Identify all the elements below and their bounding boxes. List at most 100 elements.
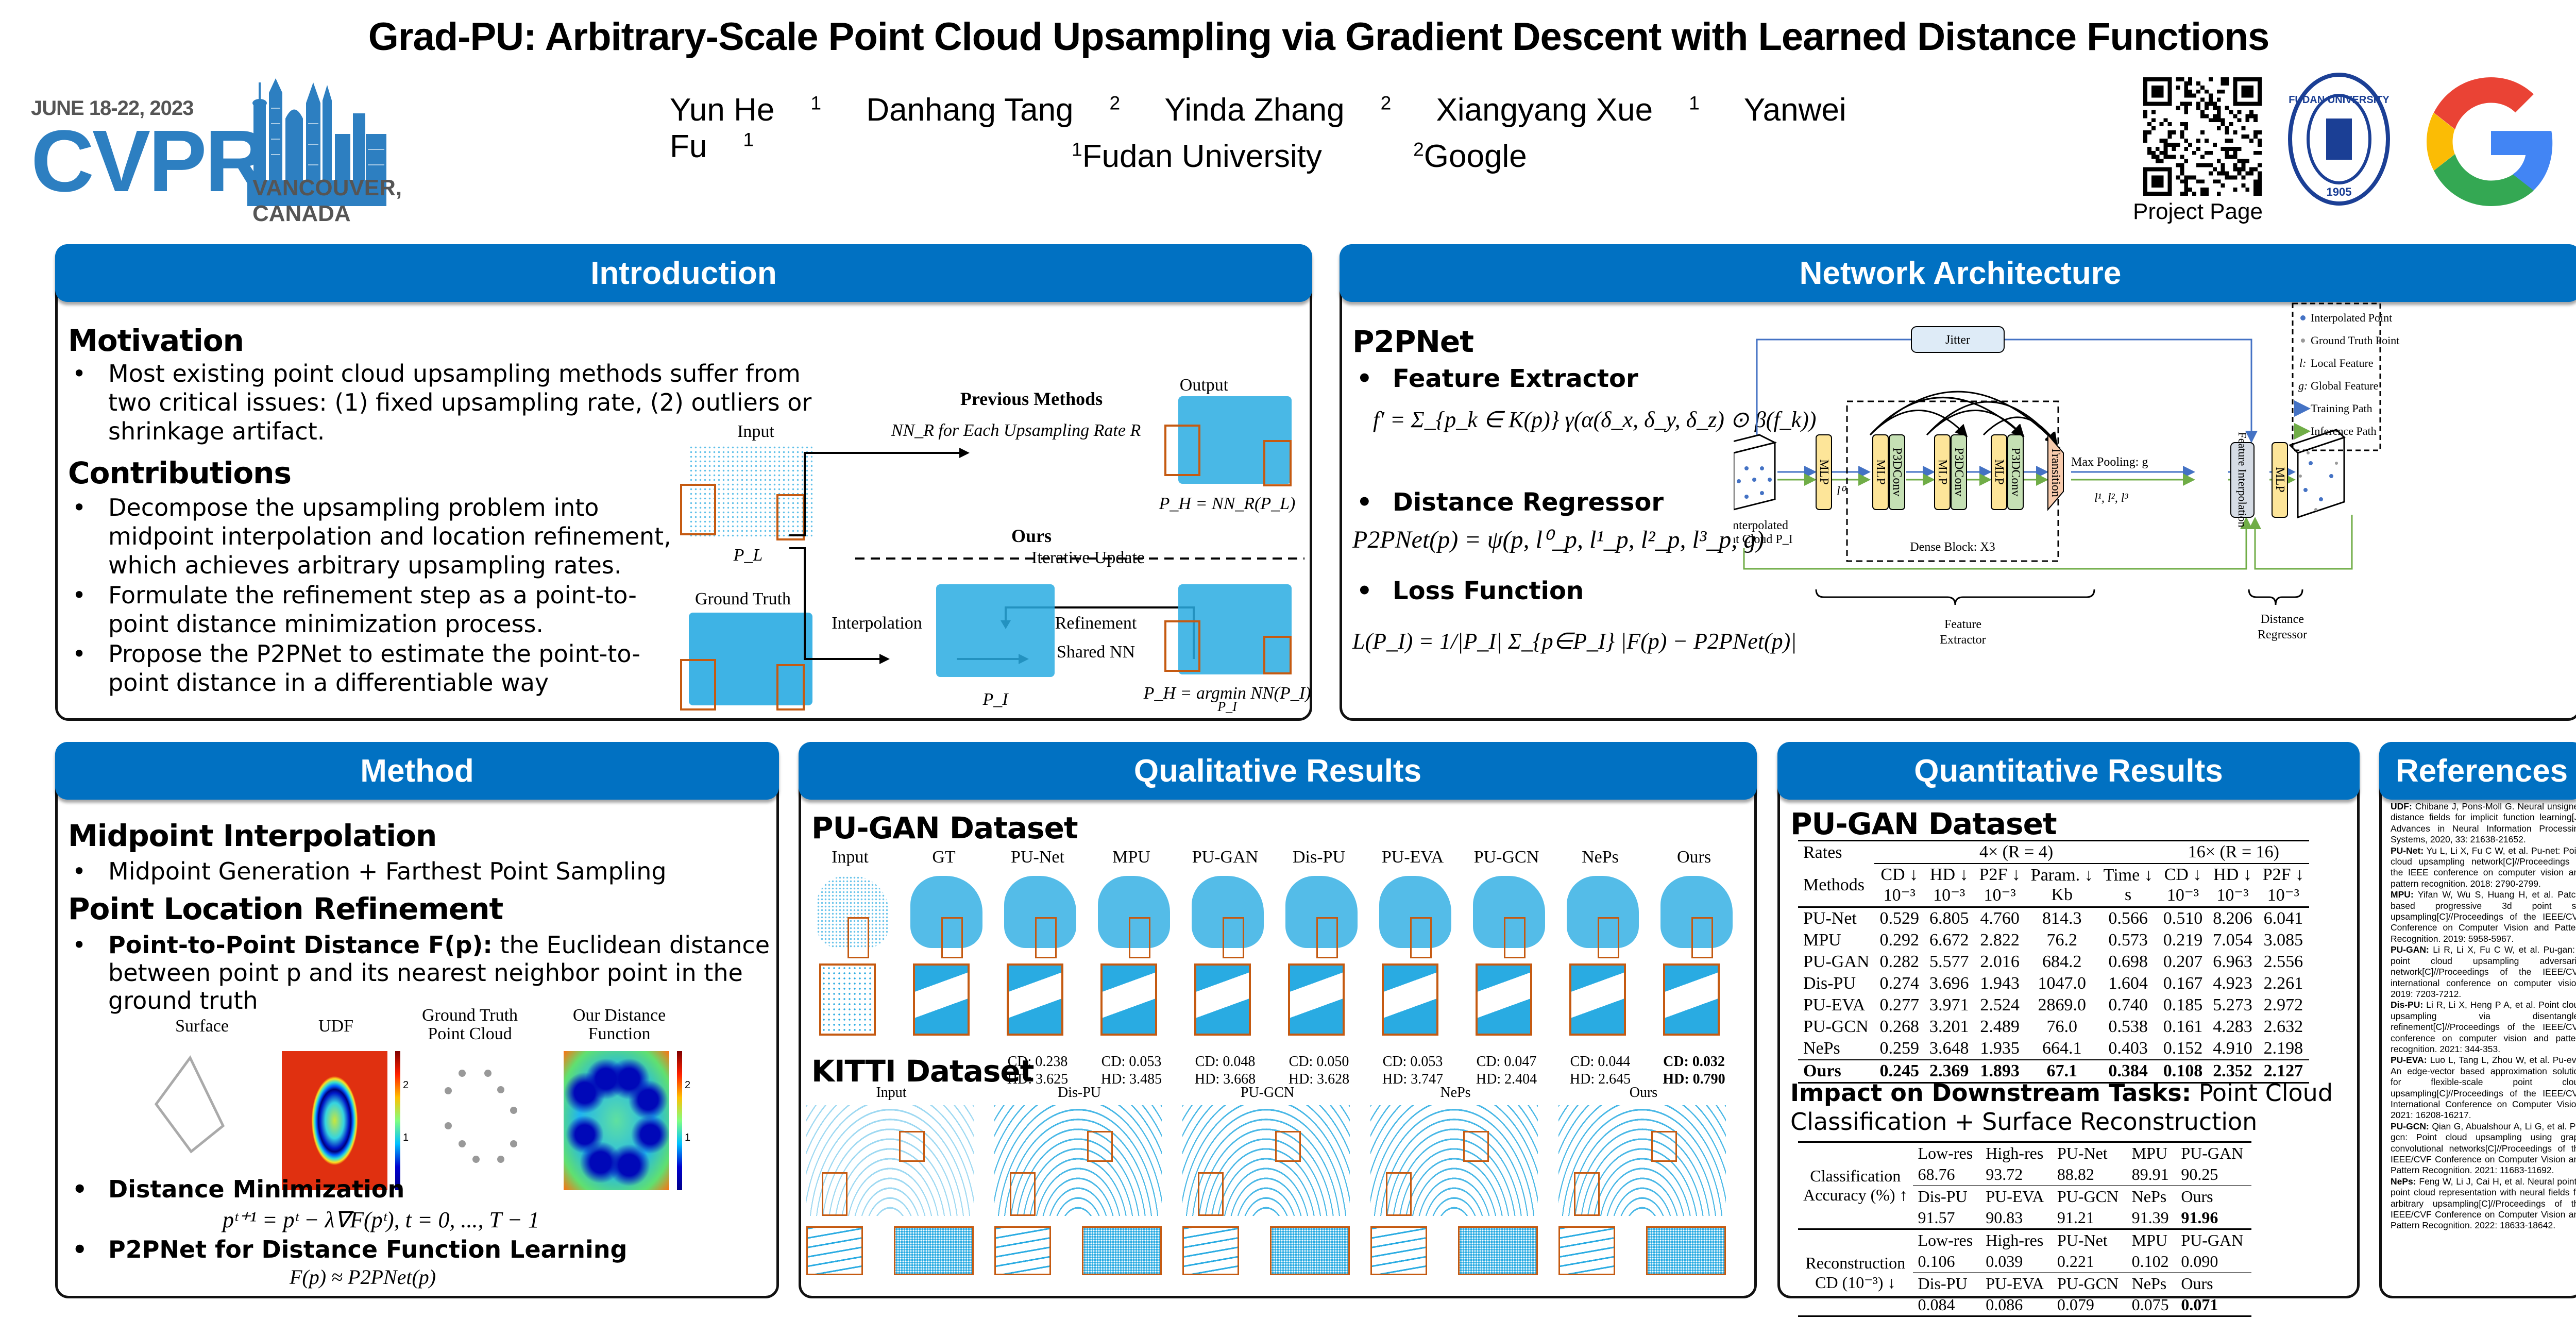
bullet-item: •Most existing point cloud upsampling me… bbox=[72, 360, 812, 445]
zoomed-detail bbox=[1382, 963, 1438, 1036]
column-label: PU-Net bbox=[1011, 848, 1064, 867]
lidar-scan-render bbox=[1182, 1105, 1350, 1216]
column-header: CD ↓10⁻³ bbox=[2164, 865, 2202, 905]
column-label: Input bbox=[832, 848, 869, 867]
point-cloud-render bbox=[1660, 876, 1733, 948]
panel-header: Qualitative Results bbox=[799, 742, 1757, 800]
zoom-box bbox=[1035, 917, 1057, 958]
figure-label: Refinement bbox=[1055, 614, 1137, 633]
zoomed-detail bbox=[1663, 963, 1720, 1036]
cd-metric: CD: 0.050 bbox=[1289, 1054, 1349, 1070]
figure-label: Our Distance Function bbox=[572, 1006, 666, 1043]
zoom-box bbox=[1463, 1131, 1489, 1162]
results-table: Rates 4× (R = 4) 16× (R = 16) Methods CD… bbox=[1798, 840, 2310, 1084]
column-header: CD ↓10⁻³ bbox=[1880, 865, 1919, 905]
hd-metric: HD: 2.645 bbox=[1569, 1071, 1631, 1087]
local-features-label: l¹, l², l³ bbox=[2094, 492, 2128, 505]
hd-metric: HD: 3.485 bbox=[1100, 1071, 1162, 1087]
cd-metric: CD: 0.048 bbox=[1195, 1054, 1256, 1070]
svg-text:Global Feature: Global Feature bbox=[2311, 379, 2378, 392]
reference-item: NePs: Feng W, Li J, Cai H, et al. Neural… bbox=[2391, 1176, 2576, 1231]
column-label: PU-GCN bbox=[1240, 1085, 1295, 1101]
figure-equation: P_H = argmin NN(P_I) bbox=[1143, 684, 1311, 703]
input-point-cloud-box bbox=[1734, 434, 1777, 511]
reference-item: PU-GAN: Li R, Li X, Fu C W, et al. Pu-ga… bbox=[2391, 944, 2576, 999]
column-header: Param. ↓Kb bbox=[2030, 866, 2093, 904]
svg-text:g:: g: bbox=[2298, 379, 2308, 392]
svg-text:Training Path: Training Path bbox=[2311, 402, 2372, 415]
zoom-box bbox=[1316, 917, 1338, 958]
zoomed-detail bbox=[1288, 963, 1345, 1036]
section-heading: Motivation bbox=[68, 323, 244, 358]
diagram-label: Point Cloud P_I bbox=[1734, 533, 1793, 546]
bullet-item: •Feature Extractor bbox=[1357, 364, 1638, 393]
figure-label: UDF bbox=[318, 1017, 354, 1036]
zoom-box bbox=[1691, 917, 1713, 958]
learned-distance-heatmap bbox=[564, 1051, 669, 1190]
figure-label: Previous Methods bbox=[960, 388, 1103, 409]
figure-equation: P_I bbox=[1217, 699, 1237, 714]
hd-metric: HD: 3.625 bbox=[1007, 1071, 1069, 1087]
cd-metric: CD: 0.238 bbox=[1007, 1054, 1068, 1070]
bullet-item: •Formulate the refinement step as a poin… bbox=[72, 581, 637, 638]
column-label: Dis-PU bbox=[1057, 1085, 1101, 1101]
feature-extractor-label: Extractor bbox=[1940, 633, 1986, 647]
feature-interpolation-block: Feature Interpolation bbox=[2230, 432, 2255, 528]
section-heading: Contributions bbox=[68, 455, 292, 491]
zoom-box bbox=[1129, 917, 1150, 958]
qr-code-icon[interactable] bbox=[2143, 77, 2262, 196]
point-cloud-render bbox=[1567, 876, 1639, 948]
mlp-block: MLP bbox=[1991, 434, 2007, 510]
zoomed-detail bbox=[1458, 1226, 1538, 1275]
hd-metric: HD: 3.668 bbox=[1194, 1071, 1256, 1087]
bullet-item: •Decompose the upsampling problem into m… bbox=[72, 494, 671, 579]
introduction-panel: Introduction Motivation •Most existing p… bbox=[55, 244, 1312, 721]
figure-label: Iterative Update bbox=[1031, 548, 1145, 567]
point-cloud-render bbox=[910, 876, 982, 948]
section-heading: KITTI Dataset bbox=[811, 1054, 1034, 1089]
zoom-box bbox=[1223, 917, 1244, 958]
reference-item: MPU: Yifan W, Wu S, Huang H, et al. Patc… bbox=[2391, 889, 2576, 944]
cvpr-logo: JUNE 18-22, 2023 CVPR VANCOUVER, CANADA bbox=[31, 72, 495, 226]
panel-header: Method bbox=[55, 742, 779, 800]
colorbar-tick: 1 bbox=[403, 1132, 409, 1143]
column-label: PU-GCN bbox=[1473, 848, 1539, 867]
conference-location: VANCOUVER, CANADA bbox=[252, 175, 402, 226]
zoom-box bbox=[1410, 917, 1432, 958]
bullet-item: •P2PNet for Distance Function Learning bbox=[72, 1236, 628, 1263]
mlp-block: MLP bbox=[1872, 434, 1889, 510]
zoom-box bbox=[680, 484, 716, 535]
equation: P2PNet(p) = ψ(p, l⁰_p, l¹_p, l²_p, l³_p,… bbox=[1352, 526, 1765, 553]
zoom-box bbox=[822, 1172, 848, 1216]
zoom-box bbox=[848, 917, 869, 958]
affiliation: 1Fudan University bbox=[1072, 138, 1322, 174]
cd-metric: CD: 0.032 bbox=[1663, 1054, 1725, 1070]
column-header: HD ↓10⁻³ bbox=[1929, 865, 1969, 905]
svg-text:Interpolated Point: Interpolated Point bbox=[2311, 311, 2392, 324]
svg-text:P3DConv: P3DConv bbox=[1890, 448, 1904, 497]
zoom-box bbox=[1198, 1172, 1224, 1216]
zoomed-detail bbox=[994, 1226, 1051, 1275]
point-cloud-render bbox=[1004, 876, 1076, 948]
svg-text:P3DConv: P3DConv bbox=[2009, 448, 2022, 497]
zoom-box bbox=[680, 659, 716, 711]
column-label: Ours bbox=[1629, 1085, 1658, 1101]
zoomed-detail bbox=[1007, 963, 1063, 1036]
vancouver-skyline-icon bbox=[247, 78, 386, 206]
column-label: NePs bbox=[1582, 848, 1619, 867]
equation: L(P_I) = 1/|P_I| Σ_{p∈P_I} |F(p) − P2PNe… bbox=[1352, 629, 1797, 654]
hd-metric: HD: 0.790 bbox=[1663, 1071, 1725, 1087]
lidar-scan-render bbox=[994, 1105, 1162, 1216]
panel-header: Network Architecture bbox=[1340, 244, 2576, 302]
downstream-heading: Impact on Downstream Tasks: Point Cloud … bbox=[1790, 1079, 2333, 1136]
bullet-item: •Midpoint Generation + Farthest Point Sa… bbox=[72, 857, 667, 885]
